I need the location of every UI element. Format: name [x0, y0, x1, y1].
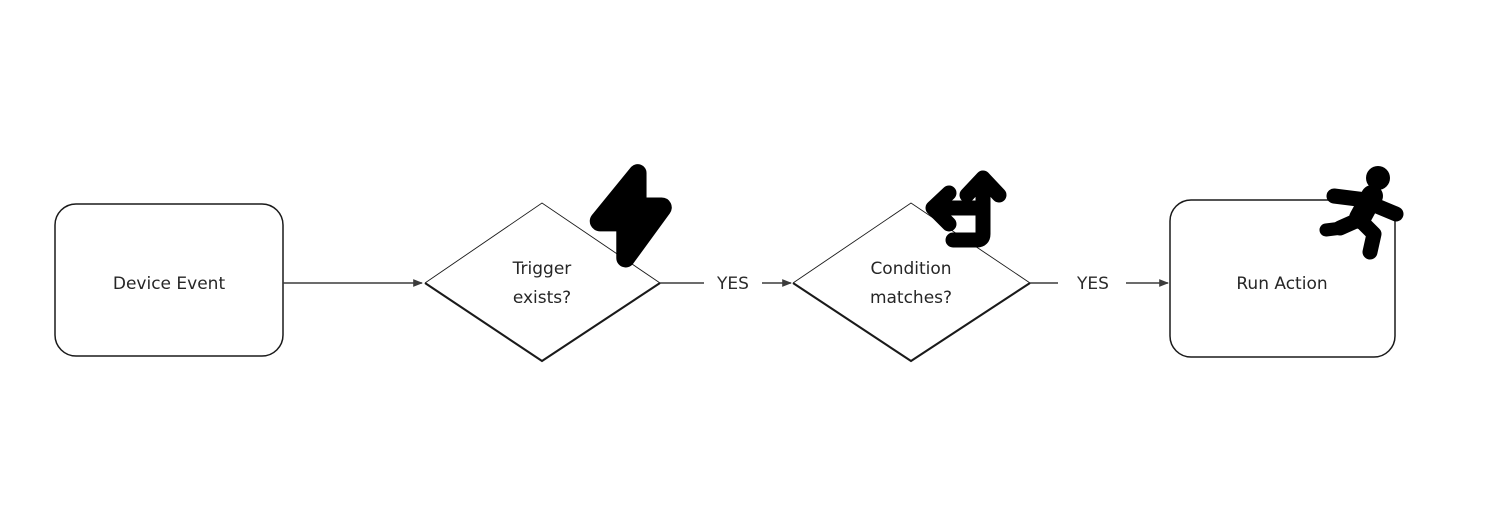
- device-event-shape: [54, 203, 284, 357]
- node-run-action[interactable]: Run Action: [1169, 166, 1404, 358]
- trigger-exists-shape-bottom: [424, 282, 661, 363]
- lightning-bolt-icon: [589, 164, 672, 268]
- trigger-exists-label-line2: exists?: [513, 288, 571, 308]
- edge-condition-to-action: YES: [1030, 274, 1169, 294]
- branch-arrow-icon: [925, 170, 1007, 248]
- edge-trigger-to-condition-label: YES: [716, 274, 749, 294]
- device-event-label: Device Event: [113, 274, 226, 294]
- edge-trigger-to-condition: YES: [660, 274, 792, 294]
- condition-matches-shape-bottom: [792, 282, 1031, 363]
- trigger-exists-label-line1: Trigger: [512, 259, 572, 279]
- running-person-icon: [1319, 166, 1404, 260]
- edge-condition-to-action-label: YES: [1076, 274, 1109, 294]
- node-trigger-exists[interactable]: Trigger exists?: [424, 164, 672, 363]
- condition-matches-label-line2: matches?: [870, 288, 952, 308]
- run-action-shape: [1169, 199, 1396, 358]
- node-device-event[interactable]: Device Event: [54, 203, 284, 357]
- condition-matches-shape-top: [792, 202, 1031, 284]
- run-action-label: Run Action: [1236, 274, 1327, 294]
- condition-matches-label-line1: Condition: [870, 259, 951, 279]
- node-condition-matches[interactable]: Condition matches?: [792, 170, 1031, 363]
